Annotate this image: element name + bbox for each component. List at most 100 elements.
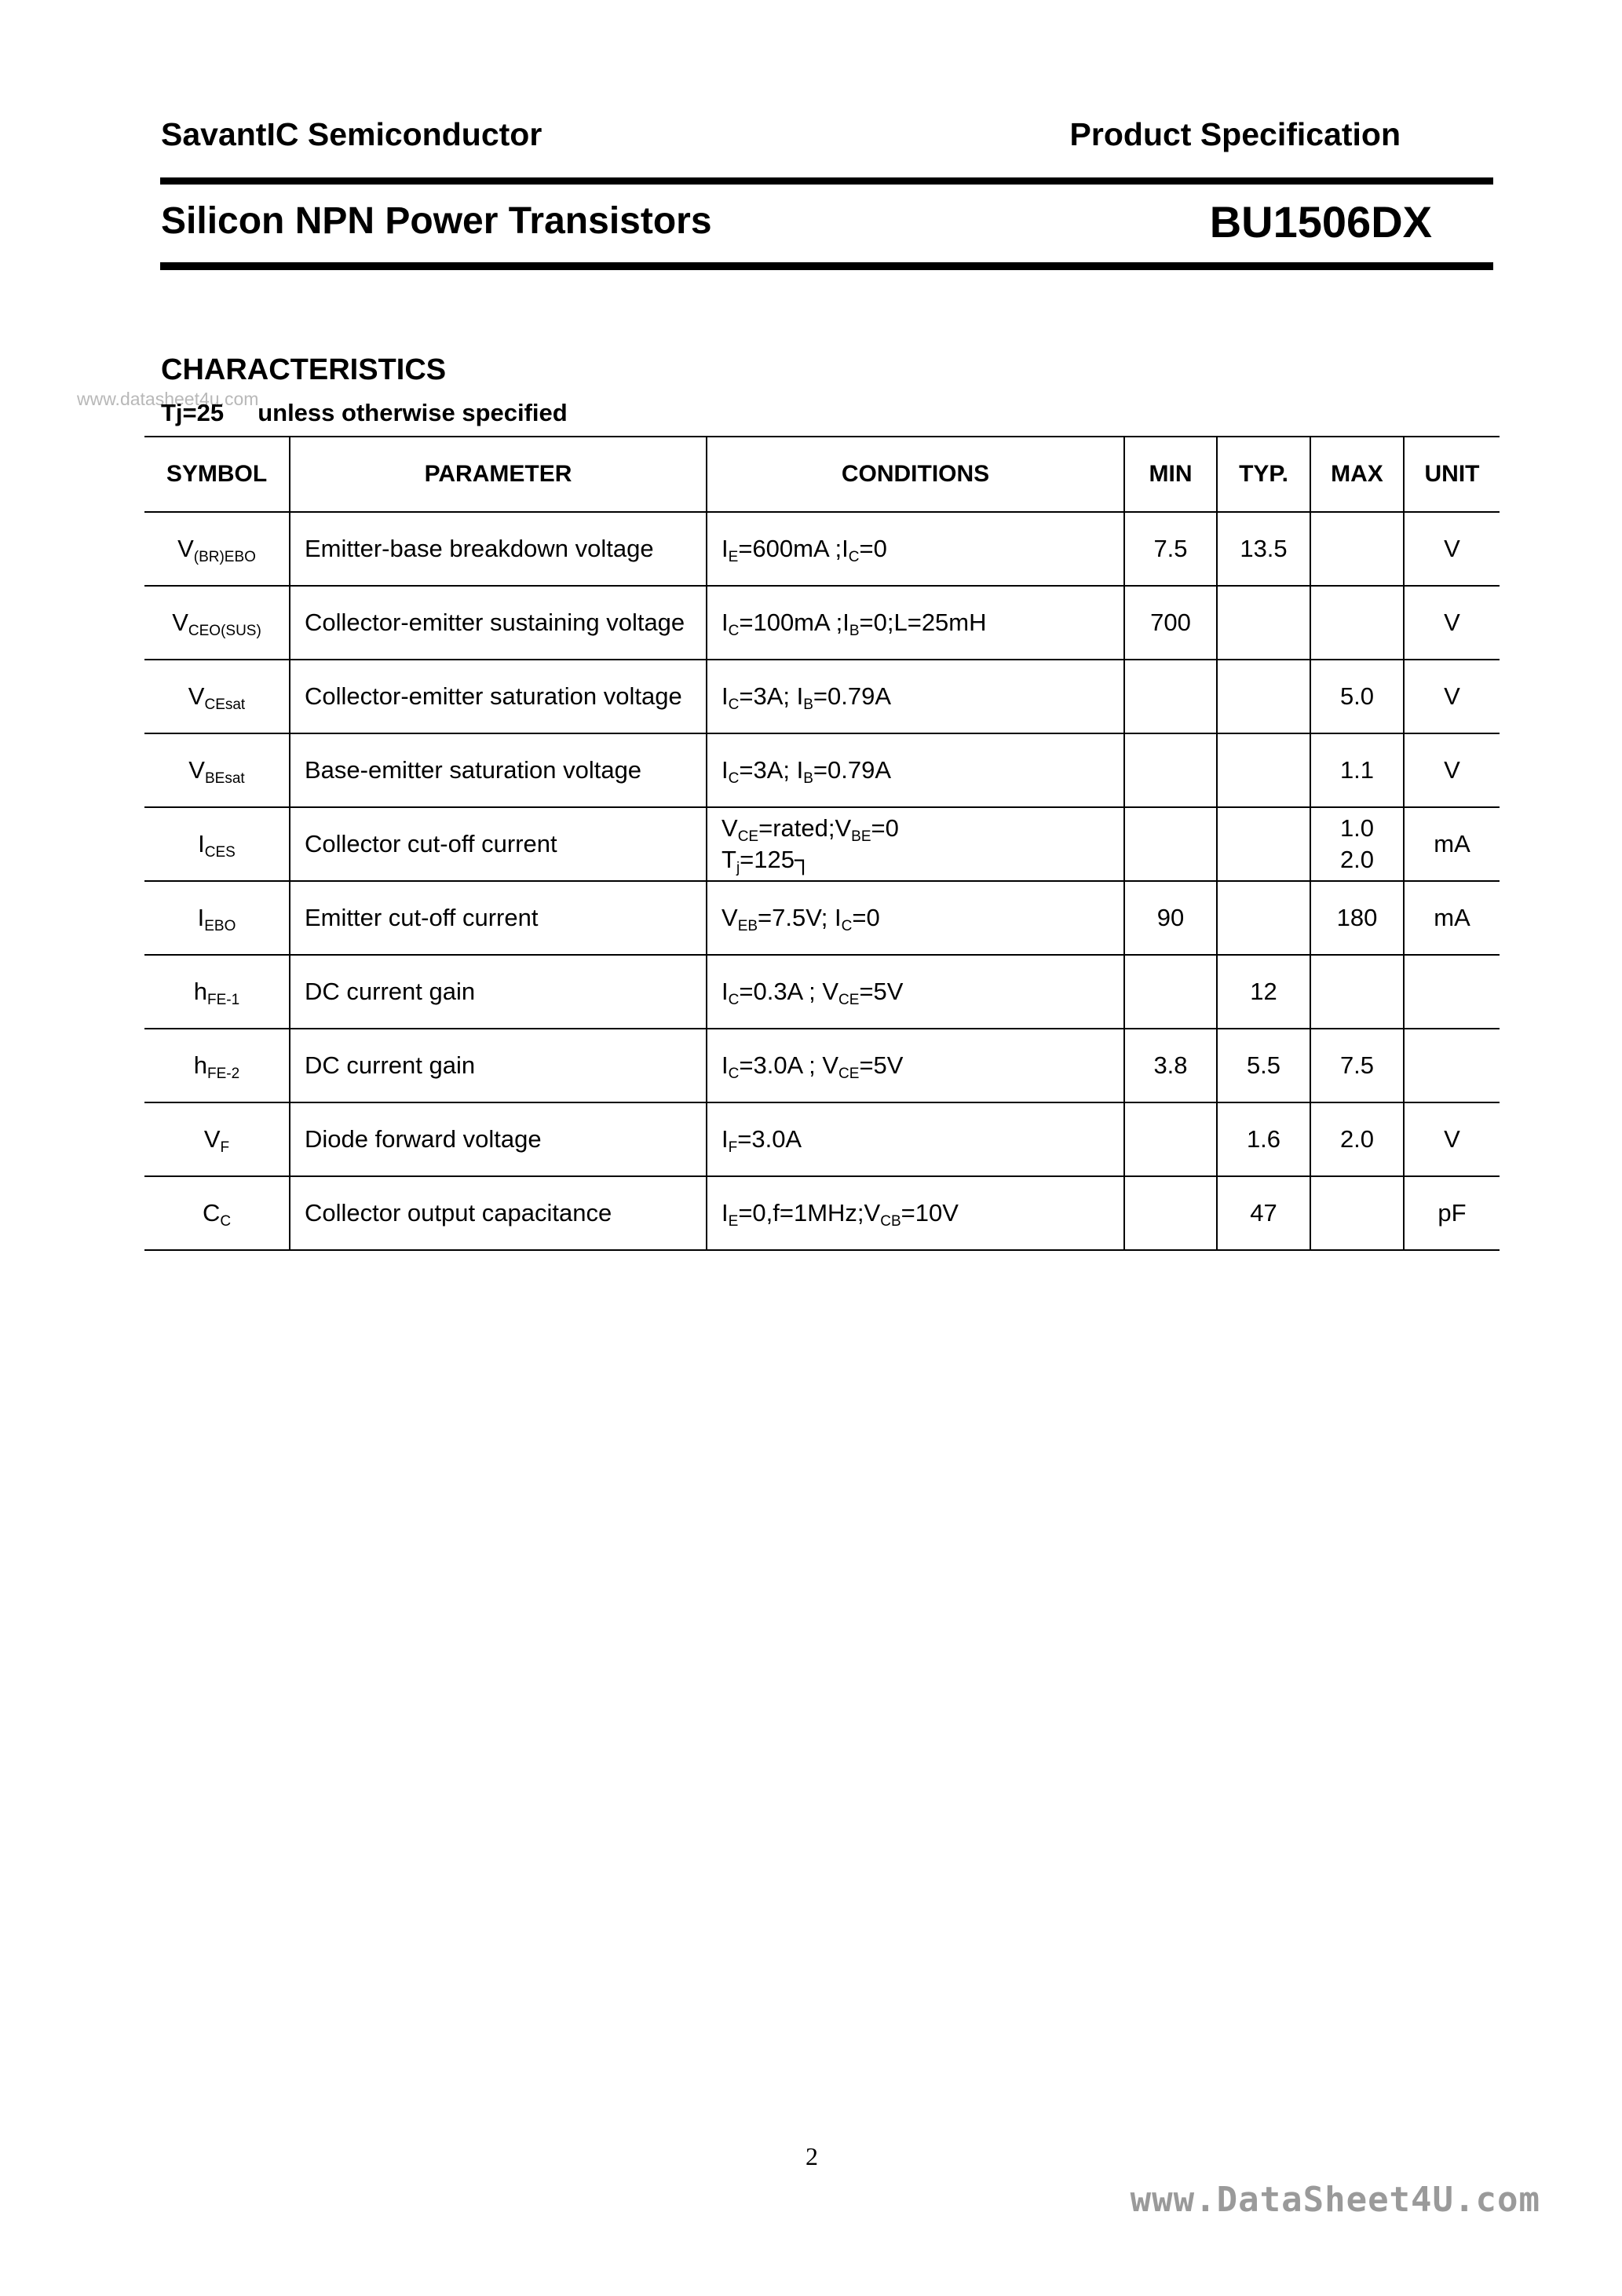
condition-subscript: CE	[838, 1066, 860, 1082]
max-cell-line: 2.0	[1339, 846, 1375, 873]
min-cell	[1123, 954, 1218, 1029]
min-cell: 3.8	[1123, 1028, 1218, 1103]
header-rule-bottom	[160, 262, 1493, 270]
condition-subscript: CE	[838, 992, 860, 1008]
condition-text: =3A; I	[739, 682, 804, 710]
parameter-cell: Collector-emitter saturation voltage	[289, 659, 707, 734]
column-header-conditions: CONDITIONS	[706, 436, 1125, 513]
characteristics-table: SYMBOL PARAMETER CONDITIONS MIN TYP. MAX…	[144, 436, 1500, 1251]
header-rule-top	[160, 177, 1493, 185]
parameter-cell: Diode forward voltage	[289, 1102, 707, 1177]
condition-text: I	[721, 1199, 729, 1227]
symbol-cell: VF	[144, 1102, 290, 1177]
symbol-subscript: CEsat	[204, 696, 246, 713]
column-header-symbol: SYMBOL	[144, 436, 290, 513]
unit-cell: V	[1403, 511, 1500, 587]
typ-cell: 12	[1216, 954, 1311, 1029]
symbol-subscript: (BR)EBO	[193, 549, 256, 565]
symbol-cell: V(BR)EBO	[144, 511, 290, 587]
condition-text: =3A; I	[739, 756, 804, 784]
unit-cell	[1403, 1028, 1500, 1103]
parameter-cell: DC current gain	[289, 1028, 707, 1103]
symbol-subscript: EBO	[204, 918, 236, 934]
symbol-cell: VBEsat	[144, 733, 290, 808]
condition-subscript: B	[849, 623, 860, 639]
column-header-unit: UNIT	[1403, 436, 1500, 513]
condition-text: T	[721, 846, 736, 873]
condition-subscript: C	[841, 918, 853, 934]
condition-subscript: EB	[737, 918, 758, 934]
condition-text: I	[721, 1125, 729, 1153]
symbol-subscript: FE-1	[207, 992, 240, 1008]
condition-subscript: BE	[851, 828, 871, 845]
max-cell	[1310, 1175, 1405, 1251]
min-cell: 90	[1123, 880, 1218, 956]
symbol-main: V	[177, 535, 194, 562]
conditions-cell: IC=3A; IB=0.79A	[706, 733, 1125, 808]
min-cell: 700	[1123, 585, 1218, 660]
typ-cell: 47	[1216, 1175, 1311, 1251]
conditions-cell: IC=3.0A ; VCE=5V	[706, 1028, 1125, 1103]
condition-subscript: F	[728, 1139, 738, 1156]
condition-text: =0.79A	[813, 756, 892, 784]
condition-subscript: j	[736, 860, 740, 876]
symbol-subscript: CES	[204, 844, 236, 861]
condition-text: I	[721, 1051, 729, 1079]
symbol-main: I	[198, 830, 205, 857]
condition-subscript: C	[728, 623, 740, 639]
condition-text: V	[721, 904, 738, 931]
condition-text: =125┐	[740, 846, 812, 873]
condition-text: =rated;V	[758, 814, 852, 842]
typ-cell	[1216, 733, 1311, 808]
conditions-cell: IC=100mA ;IB=0;L=25mH	[706, 585, 1125, 660]
column-header-min: MIN	[1123, 436, 1218, 513]
symbol-cell: VCEsat	[144, 659, 290, 734]
column-header-typ: TYP.	[1216, 436, 1311, 513]
conditions-cell: IF=3.0A	[706, 1102, 1125, 1177]
typ-cell: 13.5	[1216, 511, 1311, 587]
min-cell	[1123, 1175, 1218, 1251]
parameter-cell: Collector cut-off current	[289, 806, 707, 882]
condition-text: =3.0A ; V	[739, 1051, 839, 1079]
min-cell	[1123, 806, 1218, 882]
condition-subscript: B	[803, 696, 813, 713]
symbol-main: h	[193, 978, 208, 1005]
symbol-main: V	[188, 756, 205, 784]
company-name: SavantIC Semiconductor	[161, 116, 542, 152]
symbol-cell: ICES	[144, 806, 290, 882]
symbol-main: C	[202, 1199, 221, 1227]
condition-text: =5V	[859, 978, 904, 1005]
table-header-row: SYMBOL PARAMETER CONDITIONS MIN TYP. MAX…	[144, 436, 1500, 513]
section-title: CHARACTERISTICS	[161, 353, 447, 386]
unit-cell: mA	[1403, 880, 1500, 956]
symbol-main: h	[193, 1051, 208, 1079]
document-type: Product Specification	[1069, 116, 1401, 152]
max-cell: 1.1	[1310, 733, 1405, 808]
symbol-cell: hFE-1	[144, 954, 290, 1029]
column-header-max: MAX	[1310, 436, 1405, 513]
condition-subscript: C	[848, 549, 860, 565]
condition-text: =0	[859, 535, 887, 562]
condition-text: I	[721, 978, 729, 1005]
symbol-main: V	[203, 1125, 221, 1153]
max-cell	[1310, 954, 1405, 1029]
watermark-text: www.datasheet4u.com	[77, 389, 259, 409]
typ-cell: 1.6	[1216, 1102, 1311, 1177]
footer-watermark: www.DataSheet4U.com	[1130, 2180, 1540, 2220]
parameter-cell: Emitter-base breakdown voltage	[289, 511, 707, 587]
parameter-cell: DC current gain	[289, 954, 707, 1029]
typ-cell	[1216, 659, 1311, 734]
symbol-main: V	[188, 682, 205, 710]
min-cell	[1123, 1102, 1218, 1177]
condition-text: =0.3A ; V	[739, 978, 839, 1005]
max-cell	[1310, 585, 1405, 660]
